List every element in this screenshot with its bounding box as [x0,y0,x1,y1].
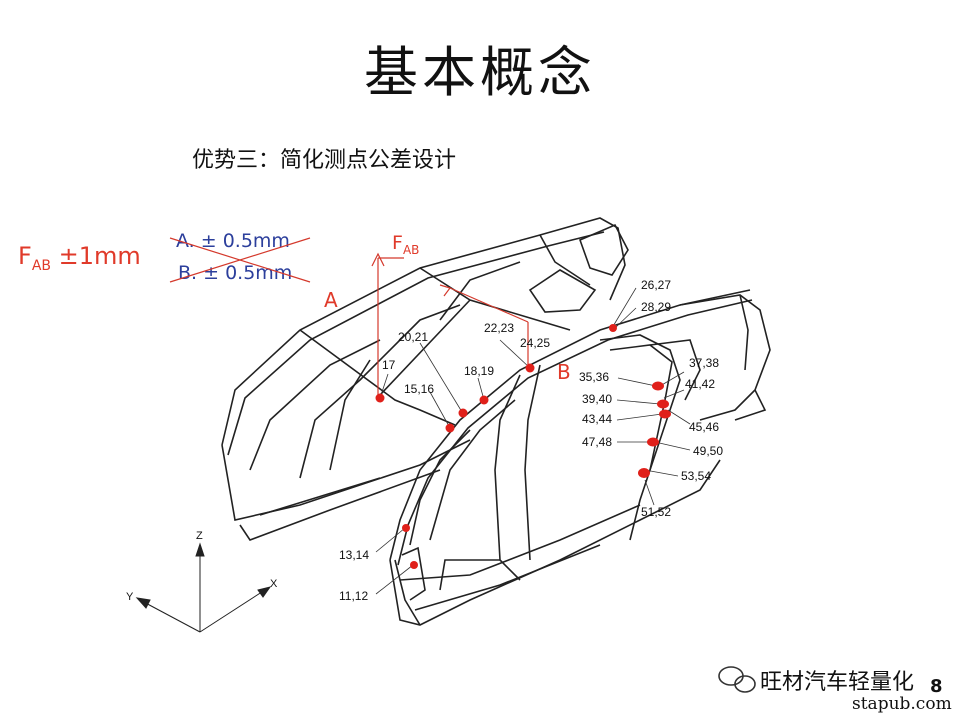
car-frame [221,217,771,626]
label-17: 17 [382,358,396,372]
force-main: F [392,232,403,254]
dot-17 [375,393,385,403]
fab-sub: AB [31,257,51,274]
watermark-text: 旺材汽车轻量化 [760,670,915,695]
dot-47-48 [647,437,659,447]
page-number: 8 [930,676,943,697]
label-28-29: 28,29 [641,300,672,314]
label-43-44: 43,44 [582,412,613,426]
label-24-25: 24,25 [520,336,551,350]
axis-x-label: X [270,578,278,590]
label-11-12: 11,12 [339,589,369,603]
label-20-21: 20,21 [398,330,429,344]
label-39-40: 39,40 [582,392,613,406]
label-15-16: 15,16 [404,382,435,396]
dot-11-12 [410,561,418,569]
tolerance-a: A. ± 0.5mm [176,230,290,252]
dot-18-19 [479,395,489,405]
page-title: 基本概念 [364,41,596,104]
point-b-label: B [557,360,571,384]
fab-tolerance: FAB ±1mm [18,242,141,274]
dot-53-54 [638,468,650,478]
coordinate-axes [135,542,272,633]
dot-43-44 [659,409,671,419]
dot-28-29 [609,324,617,332]
label-37-38: 37,38 [689,356,720,370]
dot-20-21 [458,408,468,418]
label-18-19: 18,19 [464,364,495,378]
cross-line [169,237,311,283]
label-47-48: 47,48 [582,435,613,449]
point-a-label: A [324,288,338,312]
fab-main: F [18,242,32,270]
label-13-14: 13,14 [339,548,370,562]
label-22-23: 22,23 [484,321,515,335]
dot-24-25 [525,363,535,373]
label-53-54: 53,54 [681,469,712,483]
label-26-27: 26,27 [641,278,672,292]
label-35-36: 35,36 [579,370,610,384]
watermark-site: stapub.com [852,694,952,714]
label-45-46: 45,46 [689,420,720,434]
dot-15-16 [445,423,455,433]
fab-value: ±1mm [58,242,141,270]
dot-37-38 [652,381,664,391]
label-51-52: 51,52 [641,505,672,519]
wechat-icon [718,666,756,693]
force-arrows [371,252,529,395]
leader-lines [375,287,691,595]
axis-y-label: Y [126,591,134,603]
force-label: FAB [392,232,419,257]
force-sub: AB [402,242,420,257]
dot-13-14 [402,524,410,532]
axis-z-label: Z [196,530,203,542]
label-49-50: 49,50 [693,444,724,458]
measurement-dots [375,324,671,569]
dot-39-40 [657,399,669,409]
subtitle: 优势三：简化测点公差设计 [192,148,457,173]
label-41-42: 41,42 [685,377,716,391]
